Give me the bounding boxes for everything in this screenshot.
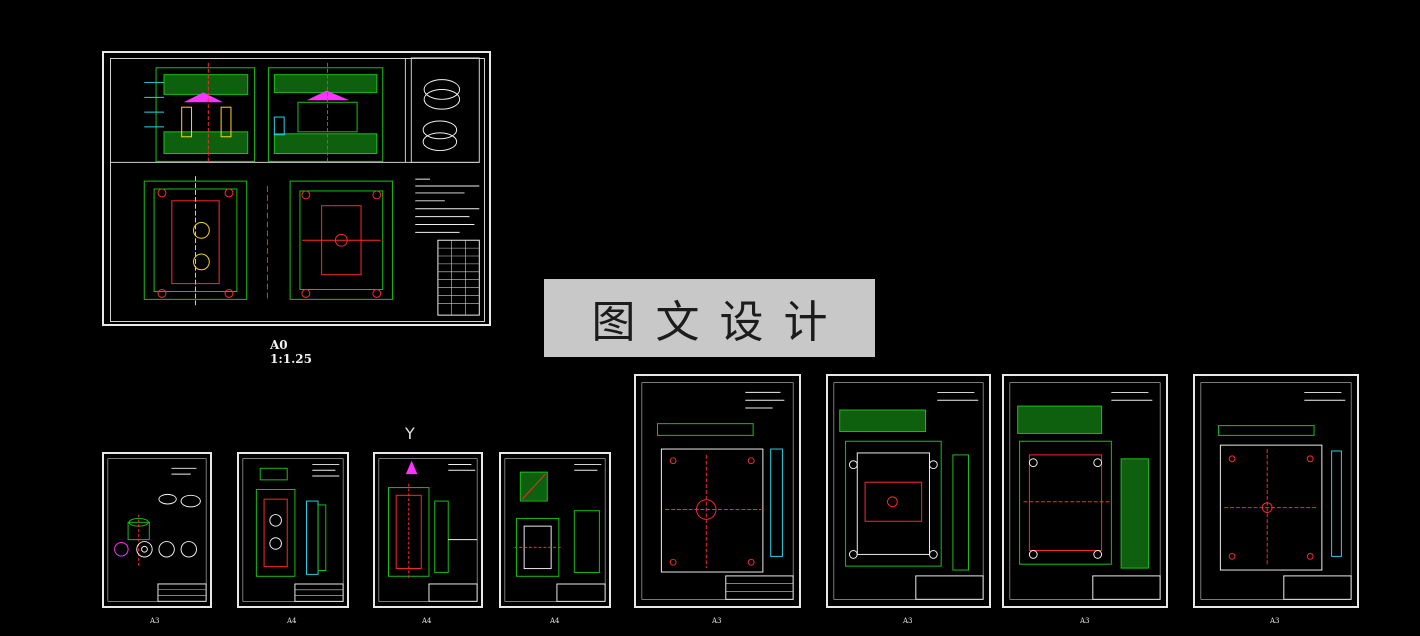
slider-drawing: [504, 458, 606, 602]
view-direction-label: Y: [405, 424, 415, 443]
part-render-drawing: [107, 458, 207, 602]
part-drawing-sheet-8[interactable]: [1193, 374, 1359, 608]
sheet-caption-7: A3: [1080, 617, 1090, 625]
assembly-drawing-sheet[interactable]: [102, 51, 491, 326]
sheet-size-label: A0: [270, 338, 288, 352]
core-plate-drawing: [378, 458, 478, 602]
cavity-plate-drawing: [242, 458, 344, 602]
part-drawing-sheet-3[interactable]: [373, 452, 483, 608]
sheet-caption-2: A4: [287, 617, 297, 625]
sheet-caption-5: A3: [712, 617, 722, 625]
support-plate-drawing: [1200, 382, 1352, 600]
part-drawing-sheet-1[interactable]: [102, 452, 212, 608]
part-drawing-sheet-2[interactable]: [237, 452, 349, 608]
sheet-caption-6: A3: [903, 617, 913, 625]
ejector-plate-drawing: [1009, 382, 1161, 600]
clamp-plate-drawing: [641, 382, 794, 600]
part-drawing-sheet-6[interactable]: [826, 374, 991, 608]
assembly-drawing: [110, 57, 480, 316]
watermark-banner: 图文设计: [544, 279, 875, 357]
sheet-frame: [110, 58, 485, 322]
sheet-caption-3: A4: [422, 617, 432, 625]
sheet-caption-1: A3: [150, 617, 160, 625]
part-drawing-sheet-7[interactable]: [1002, 374, 1168, 608]
sheet-caption-8: A3: [1270, 617, 1280, 625]
part-drawing-sheet-5[interactable]: [634, 374, 801, 608]
watermark-text: 图文设计: [591, 297, 848, 348]
part-drawing-sheet-4[interactable]: [499, 452, 611, 608]
sheet-scale-label: 1:1.25: [270, 352, 313, 366]
sheet-caption-4: A4: [550, 617, 560, 625]
mould-base-drawing: [833, 382, 984, 600]
